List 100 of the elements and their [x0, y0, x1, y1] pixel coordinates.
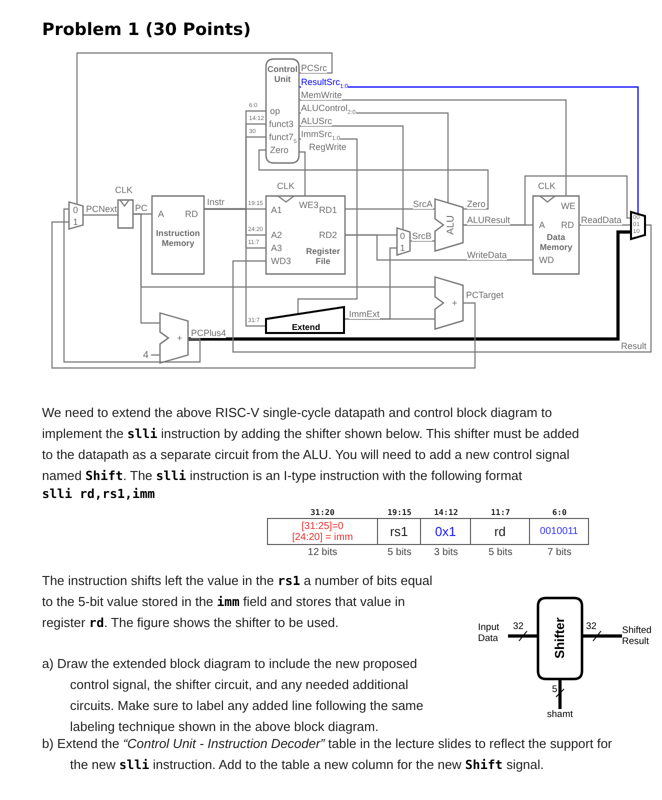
code-line: slli rd,rs1,imm	[42, 486, 155, 501]
wire	[579, 224, 631, 226]
signal-label: SrcB	[412, 231, 432, 241]
wire	[508, 634, 538, 638]
signal-label: ImmExt	[349, 309, 380, 319]
port-label: 0	[73, 205, 78, 215]
multiplexer	[397, 228, 410, 255]
bit-range-label: 19:15	[386, 508, 413, 517]
adder	[435, 277, 463, 329]
signal-label: PCTarget	[466, 290, 504, 300]
port-label: RD2	[319, 230, 338, 240]
multiplexer	[631, 212, 645, 239]
port-label: 1	[73, 217, 78, 227]
signal-label: RegWrite	[309, 142, 346, 152]
signal-label: MemWrite	[301, 90, 342, 100]
wire	[463, 175, 631, 226]
bit-range-label: 14:12	[432, 508, 460, 517]
wire	[299, 151, 306, 196]
table-cell: 0x1	[421, 518, 471, 545]
memory-block	[152, 196, 204, 274]
port-label: RD1	[319, 205, 338, 215]
title: Problem 1 (30 Points)	[42, 20, 251, 40]
signal-label: ALUSrc	[301, 116, 332, 126]
wire	[232, 224, 652, 353]
wire	[83, 214, 118, 216]
signal-label: Instr	[207, 197, 225, 207]
wire	[76, 52, 333, 204]
signal-label: PC	[135, 203, 148, 213]
signal-label: 32	[513, 622, 524, 632]
port-label: WD3	[271, 256, 291, 266]
port-label: funct7$_{5}$	[269, 132, 297, 146]
wire	[151, 354, 160, 356]
block-title: Data Memory	[538, 232, 574, 252]
wire	[344, 318, 435, 320]
wire	[204, 208, 266, 327]
wire	[345, 234, 533, 261]
bit-range-label: 31:20	[309, 508, 336, 517]
port-label: WE	[561, 201, 576, 211]
signal-label: PCSrc	[301, 63, 328, 73]
port-label: A2	[271, 230, 282, 240]
signal-label: SrcA	[413, 199, 433, 209]
table-cell: rd	[471, 518, 530, 545]
bit-range-label: 11:7	[490, 508, 512, 517]
signal-label: PCNext	[86, 204, 118, 214]
table-cell: 0010011	[530, 518, 589, 545]
alu	[435, 199, 463, 251]
field-width-label: 12 bits	[306, 547, 338, 558]
field-width-label: 5 bits	[488, 547, 514, 558]
wire	[299, 86, 639, 214]
table-cell: [31:25]=0 [24:20] = imm	[267, 518, 378, 545]
clock-label: CLK	[538, 181, 556, 191]
port-label: RD	[185, 209, 198, 219]
wire	[51, 221, 476, 369]
signal-label: PCPlus4	[191, 328, 226, 338]
clock-label: CLK	[277, 181, 295, 191]
paragraph: We need to extend the above RISC-V single-cycle datapath and control block diagram to implement the slli instruction by adding the shifter shown below. This shifter must be added to the datapath as a separate circuit from the ALU. You will need to add a new control signal named Shift. The slli instruction is an I-type instruction with the following format	[42, 404, 580, 485]
port-label: A3	[271, 243, 282, 253]
adder	[160, 313, 188, 363]
signal-label: ALUResult	[467, 215, 510, 225]
wire	[299, 125, 404, 230]
port-label: A	[158, 209, 164, 219]
port-label: 1	[400, 243, 406, 253]
signal-label: ReadData	[581, 215, 622, 225]
list-item: b) Extend the “Control Unit - Instruction Decoder” table in the lecture slides to reflect the support for the new slli instruction. Add to the table a new column for the new Shift signal.	[42, 735, 614, 774]
signal-label: 32	[586, 622, 597, 632]
port-label: RD	[561, 220, 574, 230]
list-item: a) Draw the extended block diagram to include the new proposed control signal, the shifter circuit, and any needed additional circuits. Make sure to label any added line following the same labeling technique shown in the above block diagram.	[42, 655, 424, 736]
port-label: +	[177, 333, 182, 343]
extend-unit	[266, 307, 344, 333]
block-title: Extend	[290, 322, 322, 332]
signal-label: Zero	[467, 199, 486, 209]
block-title: Register File	[304, 246, 341, 266]
port-label: +	[452, 298, 458, 308]
wire	[258, 149, 489, 210]
shifter-block	[538, 598, 582, 679]
port-label: A	[539, 220, 546, 230]
wire	[188, 230, 631, 341]
signal-label: shamt	[547, 709, 577, 721]
block-title: ALU	[446, 215, 457, 235]
port-label: A1	[271, 205, 282, 215]
bit-range-label: 6:0	[551, 508, 568, 517]
wire	[410, 240, 435, 242]
port-label: WD	[539, 255, 554, 265]
paragraph: The instruction shifts left the value in the rs1 a number of bits equal to the 5-bit value stored in the imm field and stores that value in register rd. The figure shows the shifter to be used.	[42, 572, 434, 632]
wire	[345, 208, 435, 210]
port-label: 0	[400, 231, 406, 241]
wire	[63, 208, 201, 363]
field-width-label: 7 bits	[546, 547, 572, 558]
signal-label: WriteData	[467, 250, 507, 260]
port-label: Zero	[270, 145, 289, 155]
signal-label: 5	[552, 685, 558, 695]
control-unit	[266, 59, 299, 163]
port-label: funct3	[269, 119, 294, 129]
signal-label: Input Data	[478, 622, 508, 646]
field-width-label: 3 bits	[433, 547, 459, 558]
clock-label: CLK	[115, 185, 133, 195]
block-title: Control Unit	[266, 64, 299, 84]
block-title: Shifter	[553, 616, 567, 660]
signal-label: Result	[621, 341, 647, 351]
signal-label: Shifted Result	[622, 625, 660, 649]
